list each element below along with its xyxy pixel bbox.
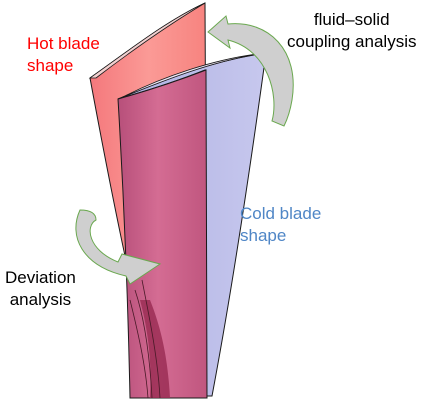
hot-blade-label-line2: shape [27,56,74,75]
deviation-arrow [75,209,162,285]
cold-blade-label-line1: Cold blade [240,204,322,223]
hot-blade-tip [88,2,206,79]
cold-blade-label: Cold blade shape [240,203,321,247]
hot-blade-label-line1: Hot blade [27,34,100,53]
deviation-analysis-label: Deviation analysis [5,267,76,311]
cold-blade-label-line2: shape [240,226,287,245]
fsc-label-line1: fluid–solid [313,10,390,29]
fluid-solid-coupling-label: fluid–solid coupling analysis [287,9,416,53]
blade-root-lines [129,279,161,399]
blade-overlap-region [117,69,208,399]
hot-blade-label: Hot blade shape [27,33,100,77]
deviation-label-line2: analysis [9,290,72,309]
fsc-arrow [207,15,294,127]
deviation-label-line1: Deviation [5,268,76,287]
fsc-label-line2: coupling analysis [287,32,417,51]
